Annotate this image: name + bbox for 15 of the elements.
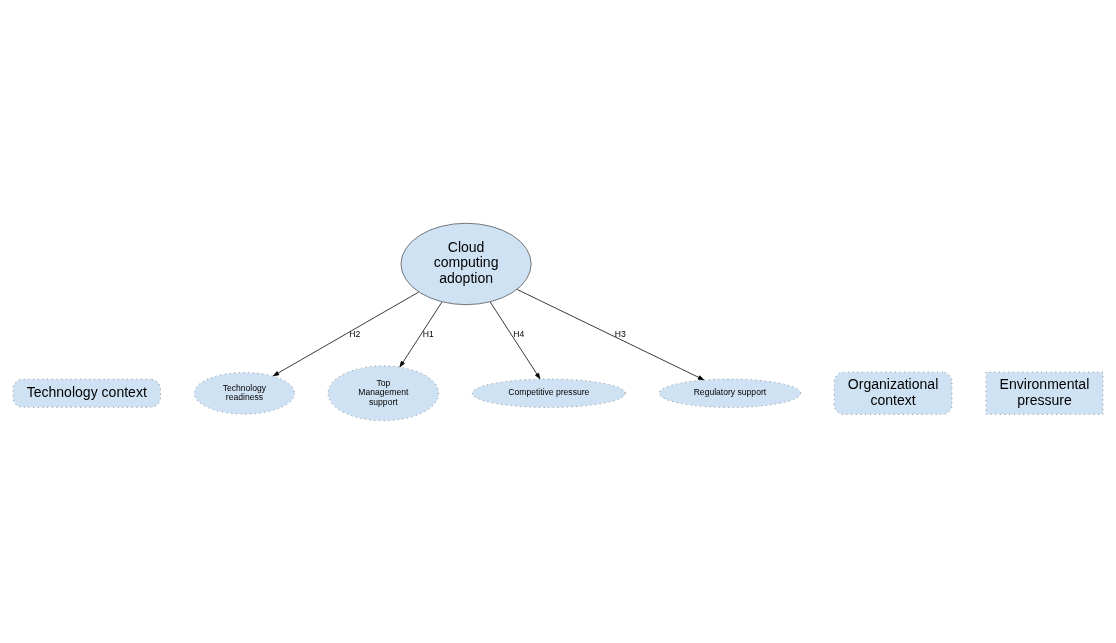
node-ellipse: Top Management support <box>327 364 440 421</box>
arrow <box>516 288 705 380</box>
edge-label: H2 <box>349 328 361 339</box>
node-box: Organizational context <box>833 371 953 415</box>
edge-label: H4 <box>513 328 525 339</box>
arrow <box>399 301 443 367</box>
arrow <box>272 291 419 376</box>
node-ellipse: Regulatory support <box>658 378 801 408</box>
arrow <box>489 301 541 379</box>
node-box: Technology context <box>12 378 161 408</box>
node-box: Environmental pressure <box>985 371 1104 415</box>
edge-label: H1 <box>422 328 434 339</box>
node-ellipse: Cloud computing adoption <box>400 222 532 305</box>
edge-label: H3 <box>614 328 626 339</box>
node-ellipse: Competitive pressure <box>471 378 626 408</box>
